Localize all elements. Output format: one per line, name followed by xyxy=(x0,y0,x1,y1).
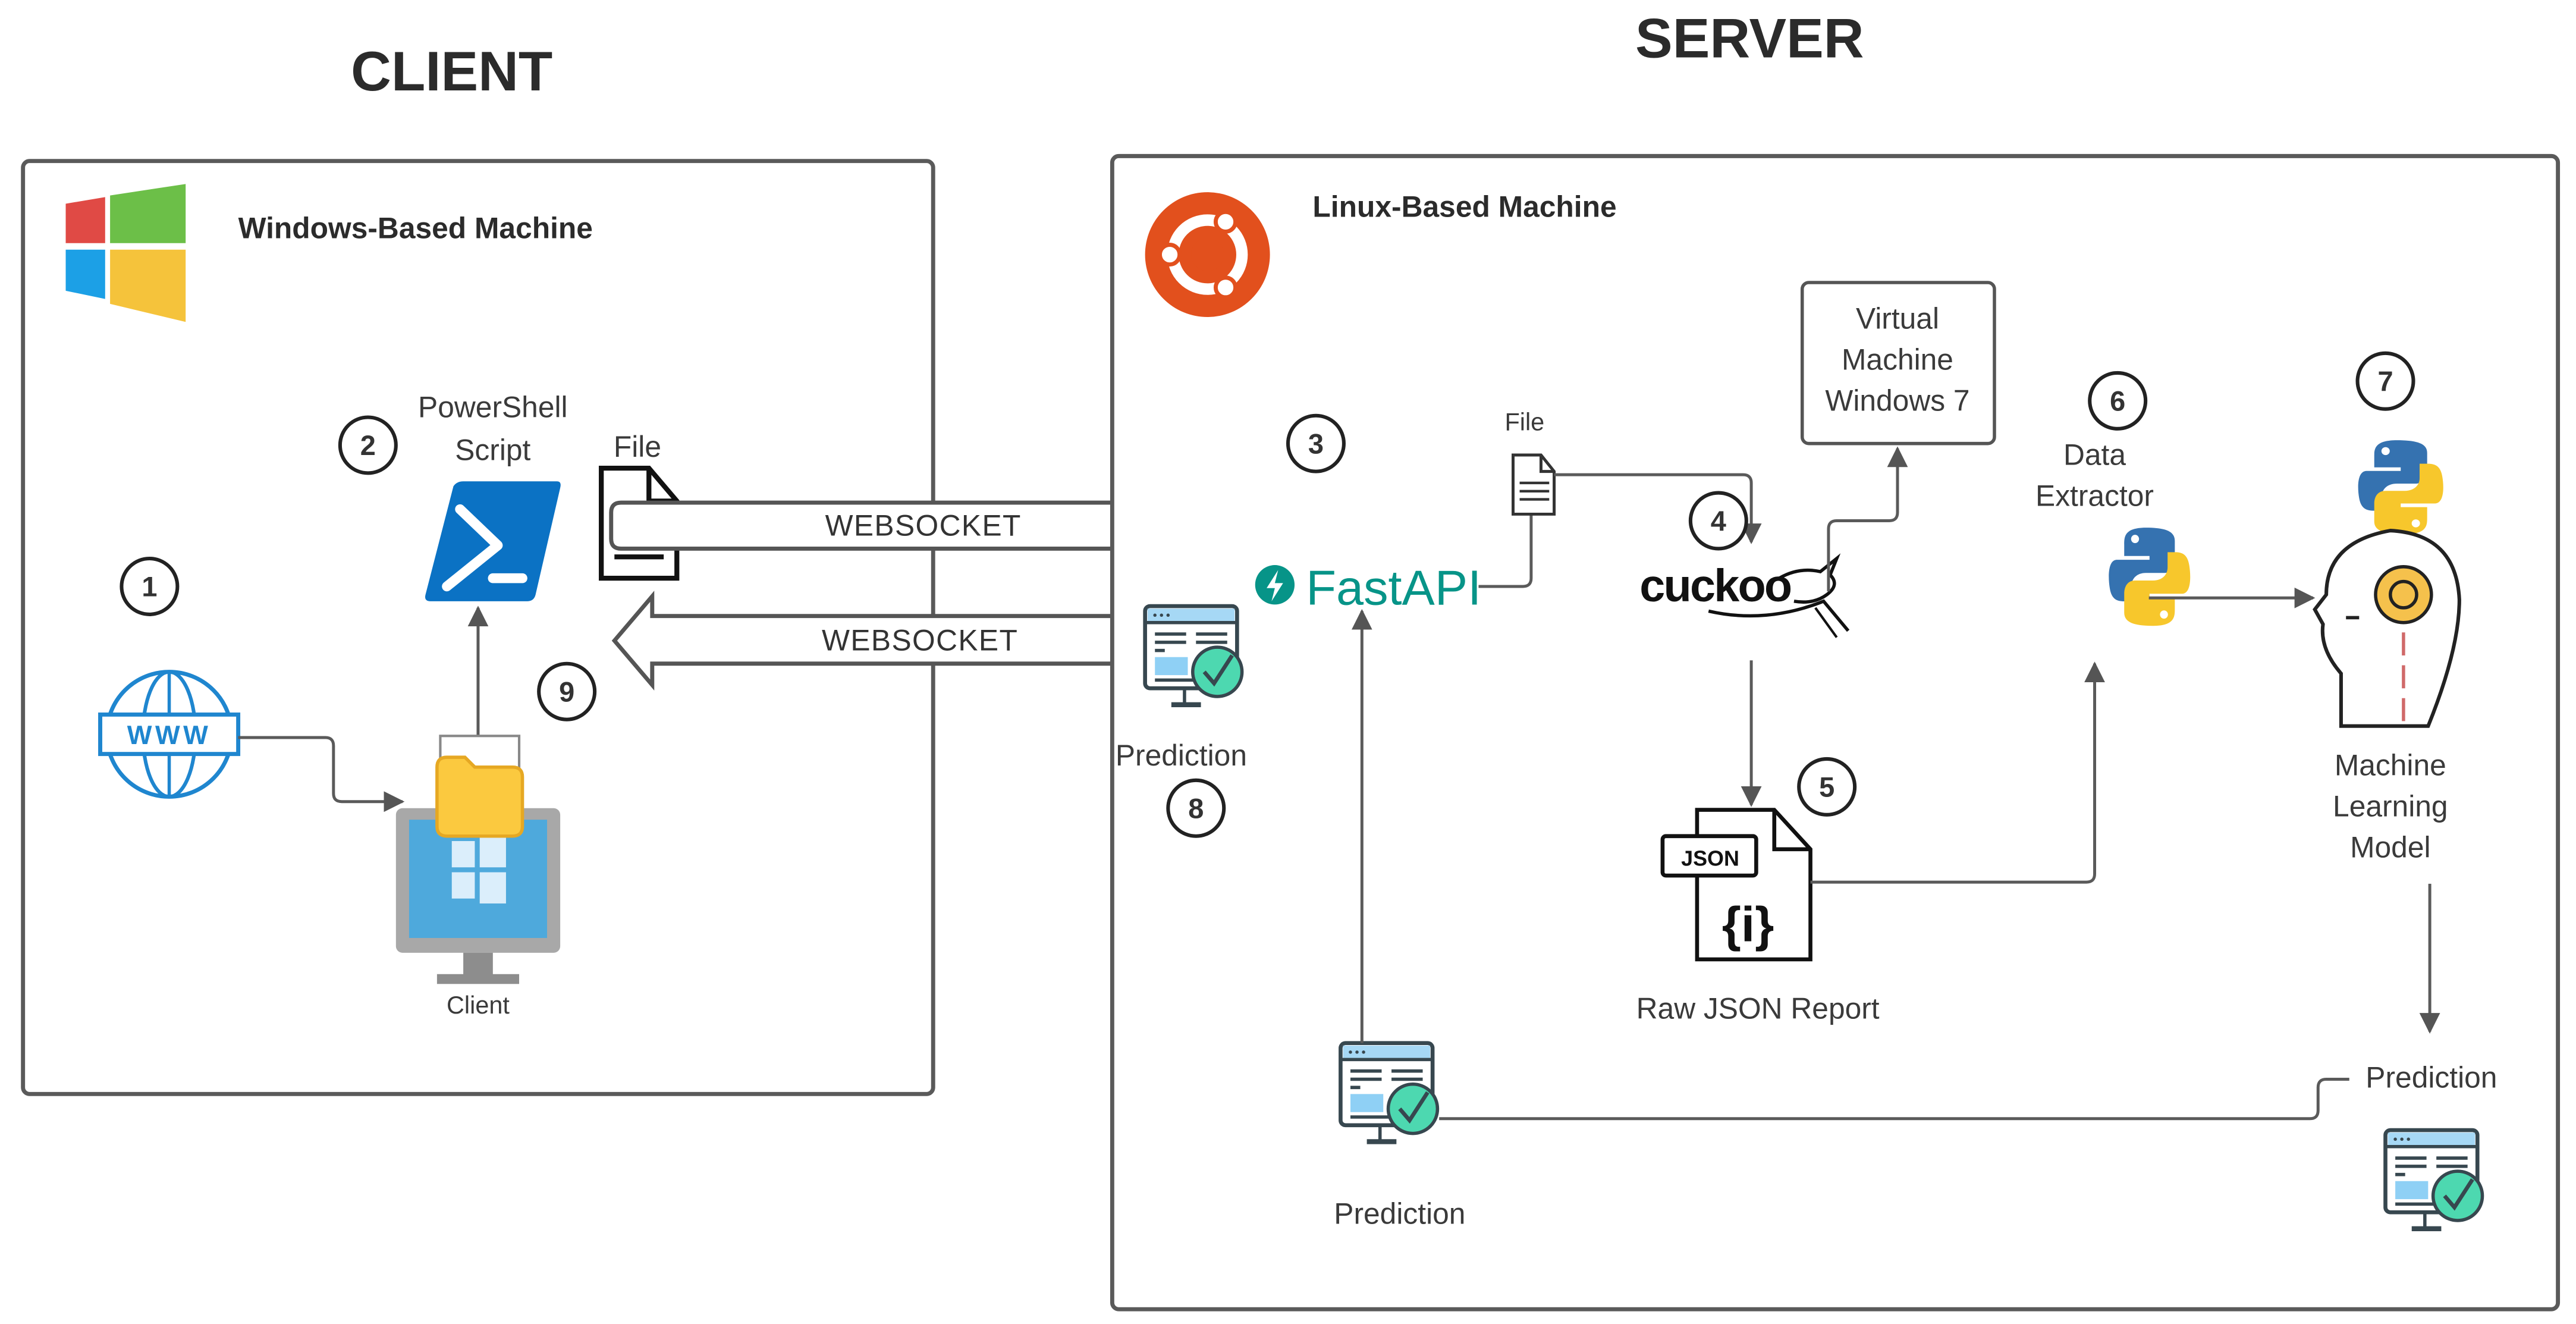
step-badge-2: 2 xyxy=(340,417,396,473)
server-file-label: File xyxy=(1504,408,1544,436)
vm-label-line3: Windows 7 xyxy=(1825,384,1969,417)
svg-text:9: 9 xyxy=(559,676,574,707)
ubuntu-logo-icon xyxy=(1145,192,1270,318)
data-extractor-line2: Extractor xyxy=(2035,479,2154,513)
step-badge-5: 5 xyxy=(1799,759,1855,815)
data-extractor-line1: Data xyxy=(2063,438,2126,472)
ml-model-line1: Machine xyxy=(2335,749,2446,782)
fastapi-label: FastAPI xyxy=(1306,560,1481,615)
json-to-extractor-connector xyxy=(1810,661,2105,884)
svg-text:7: 7 xyxy=(2377,365,2393,397)
powershell-icon[interactable] xyxy=(425,481,561,601)
client-file-label: File xyxy=(614,430,661,463)
json-report-icon[interactable]: JSON {i} xyxy=(1660,808,1812,962)
vm-label-line2: Machine xyxy=(1842,343,1953,376)
ml-model-line3: Model xyxy=(2350,831,2430,864)
server-file-document-icon xyxy=(1512,453,1556,516)
windows-logo-icon xyxy=(65,184,186,322)
server-panel xyxy=(1110,153,2561,1312)
cuckoo-logo[interactable]: cuckoo xyxy=(1639,553,1850,638)
step-badge-9: 9 xyxy=(539,664,595,720)
svg-text:WEBSOCKET: WEBSOCKET xyxy=(822,624,1018,657)
svg-text:1: 1 xyxy=(142,571,157,603)
svg-text:8: 8 xyxy=(1188,792,1204,824)
fastapi-to-file-connector xyxy=(1478,501,1533,588)
svg-text:3: 3 xyxy=(1308,428,1324,459)
prediction-bottom-label: Prediction xyxy=(1334,1197,1465,1231)
websocket-inbound-arrow: WEBSOCKET xyxy=(611,591,1148,691)
step-badge-6: 6 xyxy=(2090,373,2145,429)
virtual-machine-box[interactable] xyxy=(1800,281,1996,445)
step-badge-4: 4 xyxy=(1691,493,1746,549)
vm-label-line1: Virtual xyxy=(1856,302,1939,335)
svg-text:6: 6 xyxy=(2110,385,2125,416)
globe-www-icon: WWW xyxy=(98,670,241,799)
file-to-cuckoo-connector xyxy=(1554,473,1762,544)
cuckoo-label: cuckoo xyxy=(1639,560,1791,611)
svg-text:5: 5 xyxy=(1819,771,1834,802)
step-badge-8: 8 xyxy=(1168,780,1224,836)
powershell-label-line2: Script xyxy=(455,433,530,466)
cuckoo-to-vm-connector xyxy=(1827,446,1908,592)
json-badge: JSON xyxy=(1681,846,1739,870)
www-to-client-connector xyxy=(238,736,405,812)
svg-text:WEBSOCKET: WEBSOCKET xyxy=(825,509,1022,542)
prediction-mid-label: Prediction xyxy=(1116,739,1247,772)
client-panel-label: Windows-Based Machine xyxy=(238,211,593,244)
powershell-label-line1: PowerShell xyxy=(418,391,568,424)
prediction-mid-icon xyxy=(1145,606,1242,705)
step-badge-7: 7 xyxy=(2358,353,2414,409)
prediction-right-icon xyxy=(2386,1130,2483,1229)
svg-text:2: 2 xyxy=(360,429,376,461)
prediction-bottom-icon xyxy=(1340,1043,1437,1142)
json-glyph: {i} xyxy=(1722,897,1774,952)
prediction-return-connector xyxy=(1439,1078,2349,1121)
client-label: Client xyxy=(447,991,510,1019)
server-panel-label: Linux-Based Machine xyxy=(1312,190,1616,224)
json-report-label: Raw JSON Report xyxy=(1636,992,1880,1025)
client-title: CLIENT xyxy=(351,40,552,102)
prediction-right-label: Prediction xyxy=(2365,1061,2497,1094)
cuckoo-bird-icon xyxy=(1708,553,1850,638)
step-badge-1: 1 xyxy=(121,559,177,614)
ml-model-line2: Learning xyxy=(2333,790,2448,823)
step-badge-3: 3 xyxy=(1288,416,1344,472)
svg-text:WWW: WWW xyxy=(127,721,212,750)
head-gear-icon[interactable] xyxy=(2313,529,2461,728)
svg-text:4: 4 xyxy=(1711,505,1726,536)
windows-monitor-folder-icon[interactable] xyxy=(395,735,561,984)
fastapi-logo[interactable]: FastAPI xyxy=(1255,560,1481,615)
server-title: SERVER xyxy=(1635,7,1864,70)
